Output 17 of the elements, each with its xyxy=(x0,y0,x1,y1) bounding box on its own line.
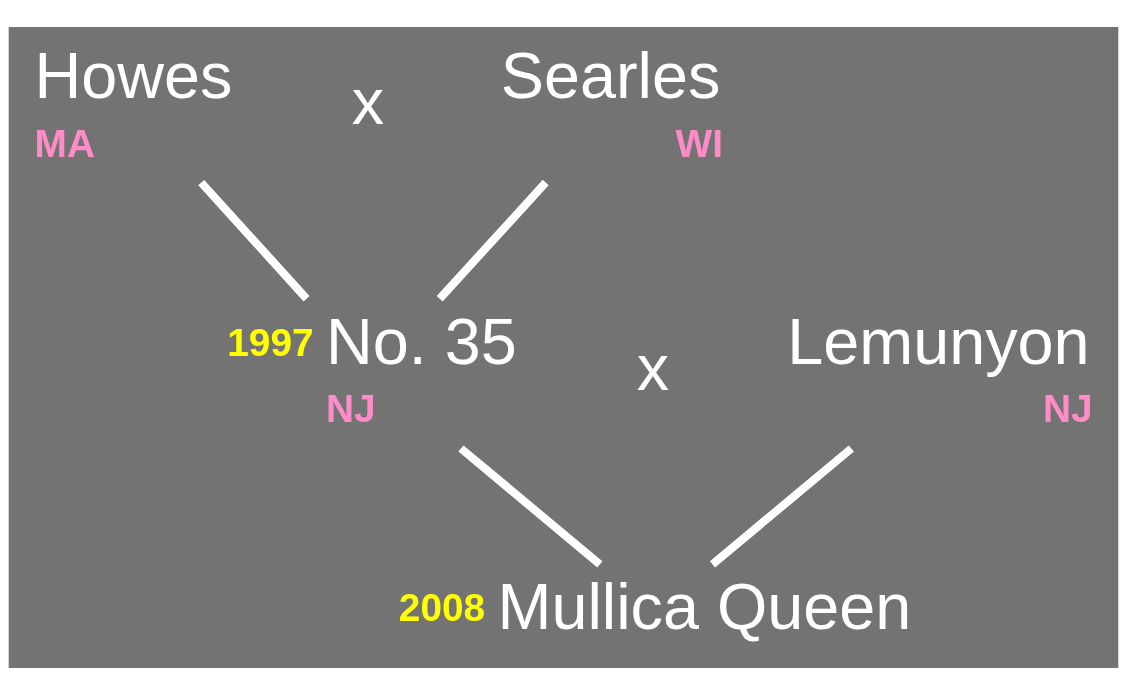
connector xyxy=(709,444,854,567)
node-label: WI xyxy=(675,121,724,165)
node-label: 1997 xyxy=(227,320,314,364)
node-label: MA xyxy=(34,121,95,165)
node-text: No. 35 xyxy=(325,304,517,378)
label: x xyxy=(636,330,670,404)
connector xyxy=(198,179,310,301)
connector xyxy=(458,444,603,567)
label: x xyxy=(351,64,385,138)
node-label: NJ xyxy=(1043,386,1093,430)
node-text: Lemunyon xyxy=(787,304,1090,378)
node-label: 2008 xyxy=(398,585,486,629)
node-text: Mullica Queen xyxy=(497,569,912,643)
connector xyxy=(436,179,549,301)
node-label: NJ xyxy=(325,386,376,430)
node-text: Searles xyxy=(500,38,721,112)
node-text: Howes xyxy=(34,38,233,112)
